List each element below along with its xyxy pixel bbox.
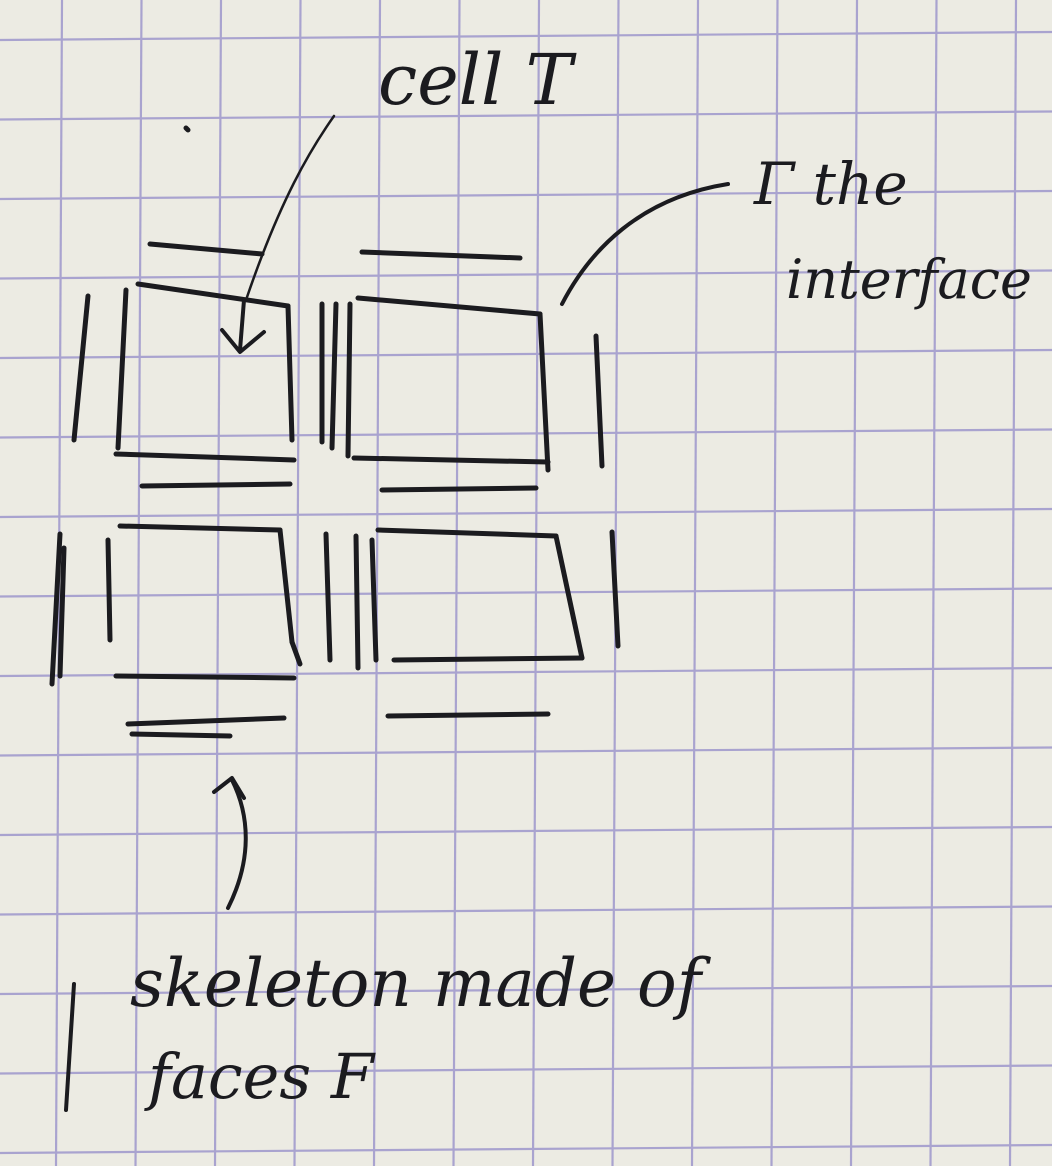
skeleton-arrow-shaft [226, 778, 248, 910]
cell-bottom-right-edge-top [375, 527, 559, 539]
face-vert-h [609, 529, 621, 649]
face-top-2 [359, 249, 523, 261]
face-mid-1 [139, 481, 293, 489]
face-vert-f [323, 531, 333, 663]
cell-label: cell T [378, 39, 577, 121]
skeleton-arrow-head [212, 776, 246, 800]
grid-line-horizontal [0, 269, 1052, 280]
grid-line-horizontal [0, 984, 1052, 996]
grid-line-vertical [452, 0, 461, 1166]
face-low-2 [385, 711, 551, 719]
skeleton-label-line1: skeleton made of [130, 945, 712, 1022]
grid-line-vertical [770, 0, 779, 1166]
grid-line-horizontal [0, 30, 1052, 42]
grid-line-horizontal [0, 428, 1052, 439]
cell-top-left [113, 281, 297, 463]
face-vert-a [71, 293, 91, 443]
cell-arrow-pencil [244, 114, 336, 302]
cell-top-left-edge-left [115, 287, 129, 451]
face-mid-2 [379, 485, 539, 493]
mesh-sketch [49, 114, 730, 1112]
cell-bottom-left-edge-top [117, 523, 283, 533]
grid-line-vertical [1008, 0, 1018, 1166]
cell-bottom-left-edge-right [277, 527, 295, 645]
face-vert-d [593, 333, 605, 469]
margin-bar [64, 982, 76, 1112]
grid-line-vertical [372, 0, 382, 1166]
cell-top-left-edge-top [135, 281, 291, 309]
grid-line-vertical [293, 0, 302, 1166]
grid-line-vertical [134, 0, 143, 1166]
face-top-1 [147, 241, 265, 257]
face-vert-e2 [57, 545, 67, 679]
grid-line-horizontal [0, 1064, 1052, 1075]
cell-bottom-right-edge-left [369, 537, 379, 663]
cell-arrow-shaft [238, 298, 246, 352]
cell-bottom-right-edge-bottom [391, 655, 585, 663]
gamma-label: Γ the [753, 150, 908, 218]
cell-top-left-edge-bottom [113, 451, 297, 463]
grid-line-horizontal [0, 746, 1052, 757]
face-low-1b [129, 731, 233, 739]
skeleton-faces [49, 241, 621, 739]
grid-line-horizontal [0, 348, 1052, 360]
face-vert-g [353, 533, 361, 671]
cell-bottom-left [105, 523, 303, 667]
interface-leader-line [560, 182, 730, 306]
grid-line-horizontal [0, 905, 1052, 916]
cell-arrow-head [220, 328, 266, 354]
cell-bottom-left-edge-right-tick [289, 639, 303, 667]
face-vert-c [329, 301, 339, 451]
cell-top-right-edge-left [345, 301, 353, 459]
grid-line-horizontal [0, 825, 1052, 837]
grid-line-horizontal [0, 189, 1052, 201]
skeleton-label-line2: faces F [144, 1040, 376, 1113]
cell-top-right-edge-right [537, 311, 551, 473]
pen-dot [183, 125, 191, 133]
grid-line-horizontal [0, 110, 1052, 121]
grid-line-vertical [929, 0, 938, 1166]
face-bottom-1 [113, 673, 297, 681]
cell-bottom-right-edge-right [553, 533, 585, 661]
face-low-1a [125, 715, 287, 727]
face-vert-e [49, 531, 63, 687]
cell-top-left-edge-right [285, 303, 295, 443]
grid-line-horizontal [0, 507, 1052, 519]
cell-bottom-left-edge-left [105, 537, 113, 643]
interface-label: interface [786, 248, 1032, 311]
grid-line-horizontal [0, 587, 1052, 598]
grid-line-vertical [849, 0, 859, 1166]
cell-bottom-right [369, 527, 585, 663]
cell-top-right [345, 295, 551, 473]
grid-line-horizontal [0, 1143, 1052, 1155]
grid-line-vertical [213, 0, 223, 1166]
cell-top-right-edge-top [355, 295, 543, 317]
cell-top-right-edge-bottom [351, 455, 551, 465]
